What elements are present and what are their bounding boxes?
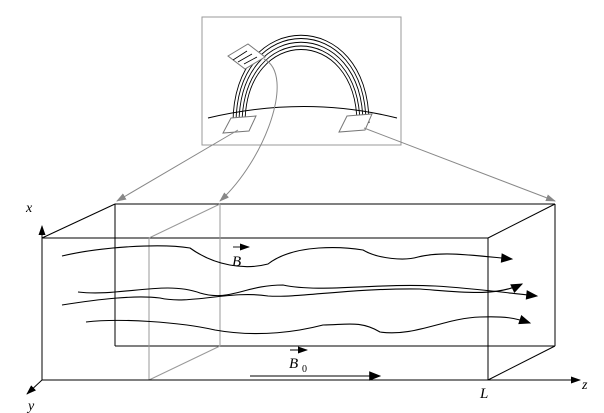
x-axis-label: x xyxy=(25,201,33,216)
connector-left-footpoint xyxy=(116,129,239,202)
solar-surface-line xyxy=(207,106,398,119)
connector-arrows xyxy=(116,58,556,202)
strands-through-section xyxy=(232,50,258,65)
field-line-4 xyxy=(85,315,532,335)
flux-tube-box xyxy=(41,203,556,381)
connector-cross-section xyxy=(219,58,278,202)
inset-frame xyxy=(201,16,402,146)
length-label: L xyxy=(479,386,488,402)
loop-strands xyxy=(232,34,370,125)
y-axis-label: y xyxy=(26,399,35,413)
connector-right-footpoint xyxy=(363,127,556,202)
background-field-label: B xyxy=(289,356,298,372)
z-axis-label: z xyxy=(581,378,588,393)
right-footpoint-plane xyxy=(338,113,373,133)
field-line-3 xyxy=(61,283,524,306)
loop-cross-section-plane xyxy=(227,43,266,70)
field-line-1 xyxy=(61,245,514,268)
background-field-subscript: 0 xyxy=(302,364,307,375)
y-axis xyxy=(26,379,43,395)
field-label: B xyxy=(232,254,241,270)
axes xyxy=(26,225,581,395)
field-line-2 xyxy=(77,284,539,300)
left-footpoint-plane xyxy=(222,115,257,134)
cross-section-slice xyxy=(148,203,221,381)
field-lines xyxy=(61,245,539,335)
loop-inset xyxy=(201,16,402,146)
